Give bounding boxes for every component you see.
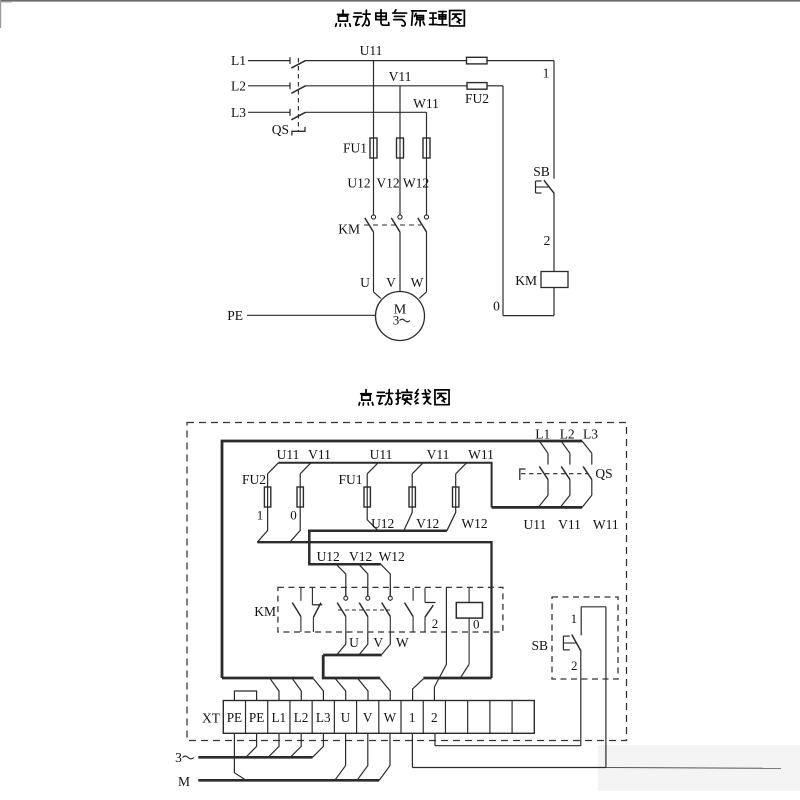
- svg-text:W12: W12: [461, 516, 487, 531]
- svg-text:L2: L2: [560, 427, 575, 442]
- svg-text:V: V: [386, 275, 396, 290]
- svg-text:FU2: FU2: [465, 91, 489, 106]
- svg-text:XT: XT: [202, 711, 221, 726]
- svg-text:U: U: [341, 710, 351, 725]
- svg-text:2: 2: [544, 233, 551, 248]
- svg-text:1: 1: [543, 66, 550, 81]
- svg-text:3: 3: [175, 750, 182, 765]
- svg-text:L2: L2: [294, 710, 309, 725]
- svg-text:L3: L3: [316, 710, 331, 725]
- svg-text:1: 1: [409, 710, 416, 725]
- svg-text:QS: QS: [272, 122, 289, 137]
- svg-text:U11: U11: [360, 43, 383, 58]
- svg-text:KM: KM: [515, 273, 537, 288]
- svg-text:W12: W12: [403, 176, 429, 191]
- svg-text:V: V: [373, 635, 383, 650]
- svg-text:2: 2: [432, 616, 439, 631]
- svg-text:V12: V12: [349, 549, 372, 564]
- svg-text:V12: V12: [416, 516, 439, 531]
- svg-text:W: W: [411, 275, 424, 290]
- svg-text:KM: KM: [338, 222, 360, 237]
- svg-text:0: 0: [493, 299, 500, 314]
- svg-text:U: U: [349, 635, 359, 650]
- svg-text:W11: W11: [593, 517, 619, 532]
- svg-text:0: 0: [473, 617, 480, 632]
- svg-text:W11: W11: [413, 96, 439, 111]
- svg-text:L3: L3: [231, 105, 246, 120]
- svg-text:PE: PE: [227, 308, 243, 323]
- svg-text:M: M: [394, 303, 407, 318]
- svg-text:V11: V11: [558, 517, 581, 532]
- svg-text:U12: U12: [347, 176, 370, 191]
- svg-text:V11: V11: [308, 447, 331, 462]
- svg-text:W11: W11: [468, 447, 494, 462]
- svg-text:W12: W12: [379, 549, 405, 564]
- svg-text:V12: V12: [376, 176, 399, 191]
- svg-text:SB: SB: [533, 164, 550, 179]
- svg-text:2: 2: [571, 658, 578, 673]
- svg-text:L2: L2: [231, 78, 246, 93]
- svg-text:1: 1: [571, 611, 578, 626]
- svg-text:M: M: [178, 774, 190, 789]
- svg-text:3: 3: [393, 313, 400, 328]
- svg-text:SB: SB: [531, 638, 548, 653]
- svg-text:1: 1: [257, 508, 264, 523]
- svg-text:U12: U12: [371, 516, 394, 531]
- svg-text:V11: V11: [389, 69, 412, 84]
- svg-text:W: W: [384, 710, 397, 725]
- svg-text:0: 0: [290, 508, 297, 523]
- svg-text:L1: L1: [231, 53, 246, 68]
- svg-text:PE: PE: [249, 710, 264, 725]
- svg-text:V11: V11: [427, 447, 450, 462]
- svg-text:FU1: FU1: [338, 472, 362, 487]
- svg-text:U12: U12: [317, 549, 340, 564]
- svg-text:FU1: FU1: [343, 141, 367, 156]
- svg-text:V: V: [363, 710, 373, 725]
- svg-text:KM: KM: [254, 604, 276, 619]
- svg-text:U11: U11: [370, 447, 393, 462]
- svg-text:W: W: [396, 635, 409, 650]
- svg-text:2: 2: [431, 710, 438, 725]
- svg-text:QS: QS: [595, 466, 612, 481]
- svg-text:U: U: [360, 275, 370, 290]
- svg-text:L1: L1: [535, 427, 550, 442]
- svg-text:PE: PE: [227, 710, 242, 725]
- svg-text:L1: L1: [272, 710, 287, 725]
- svg-text:L3: L3: [583, 427, 598, 442]
- svg-text:U11: U11: [524, 517, 547, 532]
- svg-text:U11: U11: [277, 447, 300, 462]
- svg-text:FU2: FU2: [242, 472, 266, 487]
